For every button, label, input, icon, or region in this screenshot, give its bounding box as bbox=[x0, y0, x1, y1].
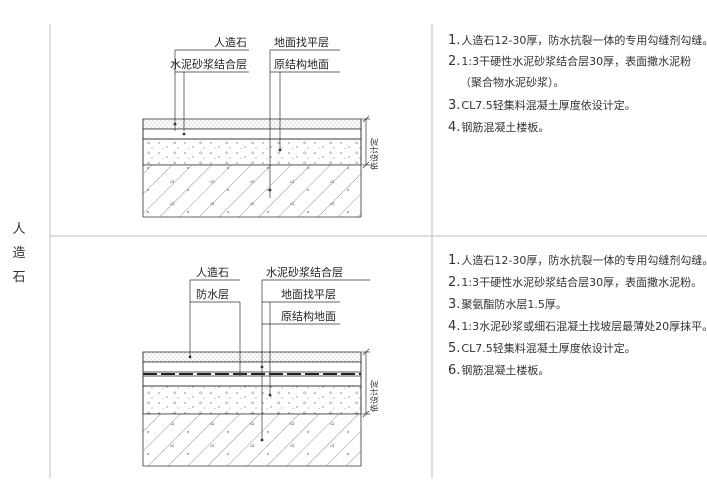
dimension-text: 依设计定 bbox=[369, 380, 379, 412]
note-item: 4.1:3水泥砂浆或细石混凝土找坡层最薄处20厚抹平。 bbox=[448, 319, 707, 334]
label-structure: 原结构地面 bbox=[274, 57, 329, 71]
note-item: 6.钢筋混凝土楼板。 bbox=[448, 363, 550, 378]
label-mortar: 水泥砂浆结合层 bbox=[266, 265, 343, 279]
note-item: 5.CL7.5轻集料混凝土厚度依设计定。 bbox=[448, 341, 636, 356]
label-leveling: 地面找平层 bbox=[274, 35, 329, 49]
note-item: 1.人造石12-30厚，防水抗裂一体的专用勾缝剂勾缝。 bbox=[448, 253, 707, 268]
note-item: 1.人造石12-30厚，防水抗裂一体的专用勾缝剂勾缝。 bbox=[448, 33, 707, 48]
label-stone: 人造石 bbox=[196, 265, 229, 279]
grid-lines bbox=[49, 24, 707, 478]
label-leveling: 地面找平层 bbox=[281, 287, 336, 301]
leader-lines bbox=[174, 49, 340, 198]
mortar-layer bbox=[142, 128, 362, 140]
leveling-layer bbox=[142, 138, 362, 166]
detail-2-section bbox=[142, 279, 370, 467]
dimension-text: 依设计定 bbox=[369, 138, 379, 170]
detail-1-section bbox=[142, 49, 370, 218]
label-mortar: 水泥砂浆结合层 bbox=[170, 57, 247, 71]
title-char: 人 bbox=[12, 222, 26, 237]
mortar-layer bbox=[142, 361, 362, 373]
material-title: 人 造 石 bbox=[12, 218, 26, 290]
dimension-line bbox=[362, 348, 370, 418]
stone-layer bbox=[142, 351, 362, 363]
title-char: 石 bbox=[12, 270, 26, 285]
note-item: （聚合物水泥砂浆）。 bbox=[460, 76, 565, 89]
label-stone: 人造石 bbox=[214, 35, 247, 49]
slope-layer bbox=[142, 375, 362, 387]
note-item: 2.1:3干硬性水泥砂浆结合层30厚，表面撒水泥粉。 bbox=[448, 275, 703, 290]
leveling-layer bbox=[142, 385, 362, 415]
dimension-line bbox=[362, 115, 370, 169]
note-item: 3.CL7.5轻集料混凝土厚度依设计定。 bbox=[448, 98, 636, 113]
note-item: 2.1:3干硬性水泥砂浆结合层30厚，表面撒水泥粉 bbox=[448, 54, 692, 69]
leader-lines bbox=[189, 279, 370, 440]
note-item: 4.钢筋混凝土楼板。 bbox=[448, 120, 550, 135]
note-item: 3.聚氨酯防水层1.5厚。 bbox=[448, 297, 567, 312]
label-structure: 原结构地面 bbox=[281, 309, 336, 323]
label-waterproof: 防水层 bbox=[196, 287, 229, 301]
title-char: 造 bbox=[12, 246, 26, 261]
